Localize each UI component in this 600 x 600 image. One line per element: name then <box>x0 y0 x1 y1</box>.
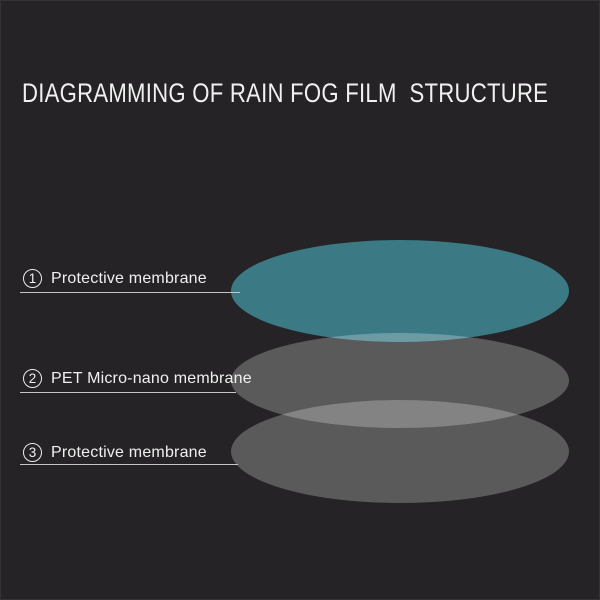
leader-line-3 <box>20 464 238 465</box>
layer-row-3: 3 Protective membrane <box>23 443 207 462</box>
layer-label-2: PET Micro-nano membrane <box>51 369 252 387</box>
circled-number-1: 1 <box>23 269 42 288</box>
circled-number-2: 2 <box>23 369 42 388</box>
page-title: DIAGRAMMING OF RAIN FOG FILM STRUCTURE <box>22 78 549 108</box>
layer-row-2: 2 PET Micro-nano membrane <box>23 369 252 388</box>
layer-ellipse-protective-bottom <box>231 400 569 503</box>
circled-number-3: 3 <box>23 443 42 462</box>
leader-line-1 <box>20 292 240 293</box>
layer-label-1: Protective membrane <box>51 269 207 287</box>
layer-row-1: 1 Protective membrane <box>23 269 207 288</box>
layer-label-3: Protective membrane <box>51 443 207 461</box>
layer-ellipse-protective-top <box>231 240 569 342</box>
layer-ellipse-pet-micro-nano <box>231 333 569 428</box>
leader-line-2 <box>20 392 236 393</box>
